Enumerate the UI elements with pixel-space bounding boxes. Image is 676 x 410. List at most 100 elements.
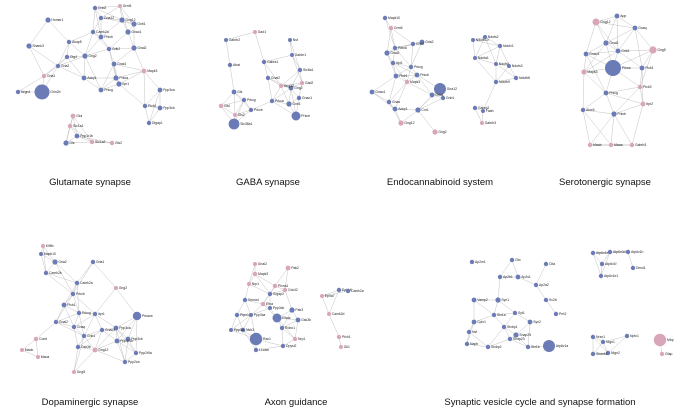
node-label: Gria1	[47, 74, 55, 78]
edge-dopaminergic	[73, 313, 96, 328]
node-circle	[384, 50, 390, 56]
node-circle	[15, 89, 21, 95]
node-label: Atp6v0d1	[613, 250, 627, 254]
edge-serotonergic	[605, 92, 644, 105]
node-synaptic: Clta	[543, 261, 555, 266]
edge-glutamate	[17, 75, 45, 93]
edge-gaba	[271, 87, 292, 102]
edge-dopaminergic	[73, 312, 80, 328]
node-circle	[369, 89, 375, 95]
node-circle	[43, 270, 49, 276]
node-label: Cdc42	[288, 288, 298, 292]
edge-dopaminergic	[40, 253, 56, 263]
node-circle	[141, 68, 147, 74]
node-circle	[45, 17, 51, 23]
node-axon: Nrp1	[292, 336, 305, 341]
node-synaptic: Nrxn1	[590, 334, 605, 339]
node-label: Kif5b	[46, 244, 54, 248]
node-label: Gnb1	[446, 96, 454, 100]
node-synaptic: Ap2s1	[515, 274, 531, 280]
node-endocannabinoid: Mapk3	[404, 79, 420, 85]
node-dopaminergic: Plcb1	[61, 302, 76, 308]
edge-dopaminergic	[94, 313, 117, 329]
node-label: Gng2	[88, 54, 96, 58]
node-label: Gng12	[284, 84, 294, 88]
node-endocannabinoid: Prkcb	[414, 72, 429, 78]
edge-endocannabinoid	[474, 107, 483, 124]
node-circle	[491, 312, 497, 318]
node-label: Gna12	[104, 16, 114, 20]
node-serotonergic: Prkcg	[603, 90, 618, 96]
node-circle	[339, 345, 343, 349]
node-gaba: Prkcg	[241, 97, 256, 103]
node-serotonergic: Gnao1	[583, 51, 599, 57]
node-circle	[265, 75, 271, 81]
node-circle	[483, 35, 487, 39]
edge-serotonergic	[582, 109, 615, 115]
node-circle	[611, 111, 617, 117]
node-circle	[89, 139, 95, 145]
node-label: Gnao1	[589, 52, 599, 56]
node-serotonergic: Gabrb3	[629, 142, 646, 148]
node-label: Grid2	[416, 42, 424, 46]
edge-serotonergic	[613, 86, 641, 115]
node-label: Mapk3	[258, 272, 268, 276]
edge-endocannabinoid	[474, 57, 497, 65]
edge-synaptic	[545, 299, 557, 315]
node-glutamate: Dlgap1	[146, 120, 163, 126]
edge-glutamate	[65, 141, 93, 144]
node-label: Prkca	[119, 76, 128, 80]
edge-synaptic	[592, 251, 611, 254]
node-label: Ntrk3	[246, 328, 254, 332]
edge-endocannabinoid	[495, 63, 510, 67]
node-label: Itpr2	[646, 102, 653, 106]
node-label: Gls	[237, 90, 242, 94]
edge-dopaminergic	[83, 329, 103, 337]
node-circle	[290, 53, 294, 57]
edge-synaptic	[592, 352, 609, 355]
node-label: Comt	[39, 337, 47, 341]
edge-serotonergic	[585, 53, 607, 94]
node-label: Mapk10	[44, 252, 56, 256]
node-circle	[227, 62, 233, 68]
node-circle	[587, 142, 593, 148]
node-circle	[659, 351, 665, 357]
node-label: Ptch1	[342, 335, 351, 339]
node-circle	[592, 18, 600, 26]
edge-glutamate	[57, 55, 86, 67]
edge-gaba	[288, 87, 292, 105]
node-circle	[296, 95, 302, 101]
node-label: Atp6v1a	[556, 344, 569, 348]
edge-serotonergic	[639, 49, 654, 88]
node-label: Robo1	[285, 326, 295, 330]
node-dopaminergic: Gria2	[52, 259, 67, 265]
node-circle	[142, 103, 148, 109]
node-serotonergic: Maob	[587, 142, 602, 148]
node-circle	[390, 60, 396, 66]
node-synaptic: Mbp	[653, 333, 674, 347]
node-label: Slc1a2	[95, 140, 105, 144]
edge-endocannabinoid	[384, 17, 396, 49]
node-glutamate: Prkcg	[98, 87, 113, 93]
edge-endocannabinoid	[394, 81, 408, 110]
node-gaba: Prkcb	[291, 111, 310, 121]
node-endocannabinoid: Grm5	[388, 25, 403, 30]
node-circle	[285, 265, 291, 271]
edge-axon	[242, 314, 252, 331]
node-circle	[131, 21, 137, 27]
node-circle	[583, 51, 589, 57]
edge-serotonergic	[605, 86, 641, 94]
node-circle	[234, 312, 240, 318]
node-glutamate: Homer1	[45, 17, 64, 23]
edge-dopaminergic	[73, 349, 96, 373]
node-circle	[553, 311, 559, 317]
edge-serotonergic	[595, 15, 618, 23]
node-label: Atp6v1e2	[596, 251, 610, 255]
node-label: Gnao1	[105, 328, 115, 332]
node-label: Pak2	[291, 266, 299, 270]
node-axon: Cdc42	[282, 287, 298, 292]
node-label: Adcy1	[87, 76, 97, 80]
edge-glutamate	[113, 47, 135, 65]
edge-glutamate	[100, 77, 117, 91]
